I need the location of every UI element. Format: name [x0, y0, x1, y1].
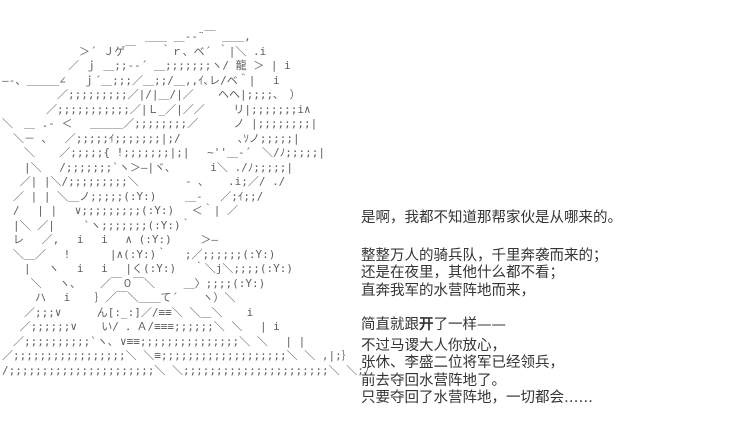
dialogue-block-1: 是啊，我都不知道那帮家伙是从哪来的。 [361, 193, 622, 245]
dialogue-lines: 整整万人的骑兵队，千里奔袭而来的； 还是在夜里，其他什么都不看； 直奔我军的水营… [361, 248, 608, 299]
ascii-art-character: ＿＿ ＿-‐¨￣ ＿＿, ＞´ Ｊゲ￣ ｀ｒ、ベ´ ｀|＼ .i ／ ｊ ＿;;… [2, 30, 370, 377]
dialogue-lines: 不过马谡大人你放心， 张休、李盛二位将军已经领兵， 前去夺回水营阵地了。 只要夺… [361, 338, 593, 406]
dialogue-block-3: 不过马谡大人你放心， 张休、李盛二位将军已经领兵， 前去夺回水营阵地了。 只要夺… [361, 321, 593, 424]
dialogue-line-emphasis: 简直就跟开了一样—— [361, 317, 608, 334]
emphasis-prefix: 简直就跟 [361, 317, 419, 334]
dialogue-block-2: 整整万人的骑兵队，千里奔袭而来的； 还是在夜里，其他什么都不看； 直奔我军的水营… [361, 231, 608, 351]
dialogue-line: 是啊，我都不知道那帮家伙是从哪来的。 [361, 210, 622, 227]
emphasis-word: 开 [419, 317, 434, 334]
emphasis-suffix: 了一样—— [433, 317, 507, 334]
